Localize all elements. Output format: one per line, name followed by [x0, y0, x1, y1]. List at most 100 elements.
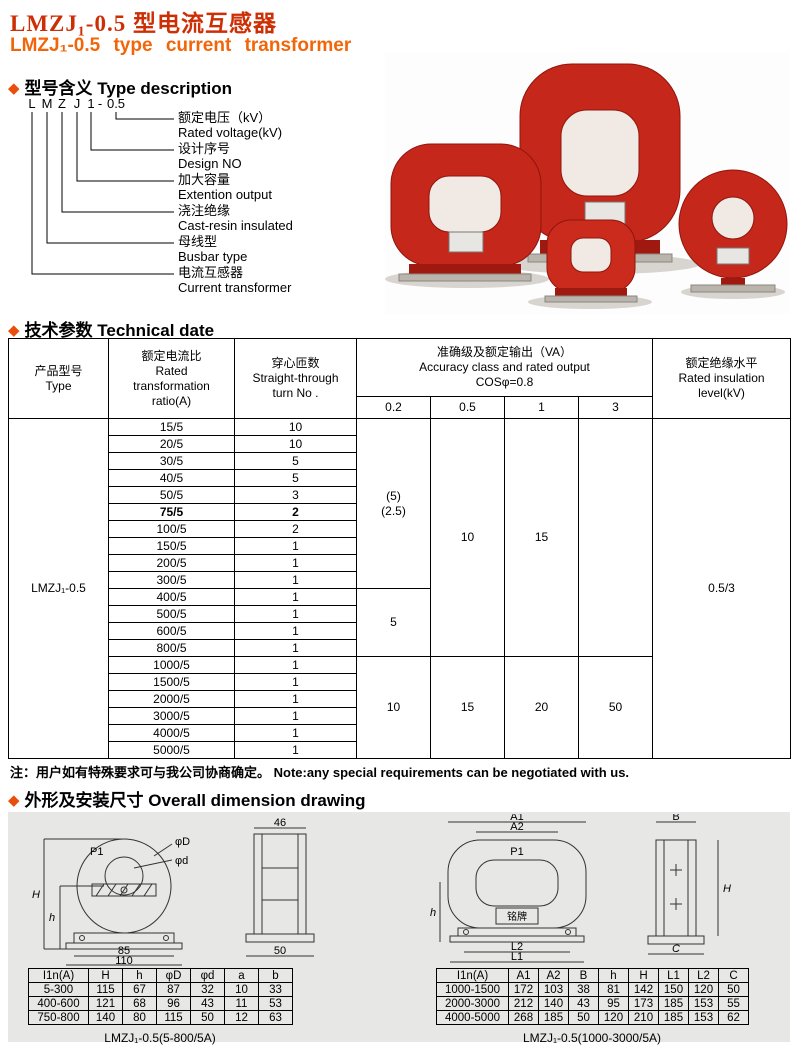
- dim-label-H: H: [723, 883, 731, 895]
- cell: 185: [658, 996, 689, 1011]
- dim-label-46: 46: [274, 818, 286, 829]
- dim-label-50: 50: [274, 945, 286, 957]
- cell: 150: [658, 982, 689, 997]
- turns-cell: 5: [234, 452, 357, 470]
- table-row: 产品型号 Type 额定电流比 Rated transformation rat…: [8, 338, 792, 419]
- header-cell: I1n(A): [436, 968, 509, 983]
- diamond-icon: ◆: [8, 322, 20, 339]
- section-title: 技术参数 Technical date: [24, 321, 215, 340]
- turns-cell: 1: [234, 639, 357, 657]
- cell: 121: [88, 996, 123, 1011]
- cell: 5-300: [28, 982, 89, 997]
- cell: 62: [718, 1010, 749, 1025]
- col-header-ratio: 额定电流比 Rated transformation ratio(A): [108, 338, 235, 419]
- cell: 80: [122, 1010, 157, 1025]
- ratio-cell: 600/5: [108, 622, 235, 640]
- section-heading-dimension: ◆外形及安装尺寸 Overall dimension drawing: [8, 786, 366, 811]
- cell: 67: [122, 982, 157, 997]
- cell: 96: [156, 996, 191, 1011]
- cell: 212: [508, 996, 539, 1011]
- ratio-cell: 2000/5: [108, 690, 235, 708]
- cell: 87: [156, 982, 191, 997]
- header-cell: A2: [538, 968, 569, 983]
- cell: 2000-3000: [436, 996, 509, 1011]
- cell: 10: [224, 982, 259, 997]
- turns-cell: 1: [234, 537, 357, 555]
- dimension-table-large-caption: LMZJ₁-0.5(1000-3000/5A): [522, 1031, 662, 1045]
- accuracy-subheader: 0.5: [430, 396, 505, 419]
- header-cell: B: [568, 968, 599, 983]
- table-row: I1n(A) H h φD φd a b: [28, 968, 293, 983]
- turns-cell: 1: [234, 656, 357, 674]
- cell: 172: [508, 982, 539, 997]
- code-label-cn: 电流互感器: [178, 265, 244, 280]
- dim-label-A1: A1: [510, 814, 523, 823]
- ratio-cell: 4000/5: [108, 724, 235, 742]
- insulation-value-cell: 0.5/3: [652, 418, 792, 759]
- outline-drawing-large: A1 A2 P1 铭牌 h L2 L1 B H C: [430, 814, 731, 963]
- dim-label-p1: P1: [90, 846, 103, 858]
- ratio-cell: 150/5: [108, 537, 235, 555]
- accuracy-cell-3-block3: 50: [577, 656, 654, 759]
- cell: 140: [88, 1010, 123, 1025]
- cell: 32: [190, 982, 225, 997]
- header-cell: h: [598, 968, 629, 983]
- cell: 63: [258, 1010, 293, 1025]
- table-row: I1n(A) A1 A2 B h H L1 L2 C: [436, 968, 749, 983]
- header-cell: I1n(A): [28, 968, 89, 983]
- dim-label-L1: L1: [511, 951, 523, 963]
- col-header-accuracy: 准确级及额定输出（VA） Accuracy class and rated ou…: [355, 338, 654, 397]
- cell: 81: [598, 982, 629, 997]
- type-code-char: L: [28, 96, 36, 111]
- accuracy-subheader: 3: [577, 396, 654, 419]
- header-cell: H: [628, 968, 659, 983]
- header-cell: a: [224, 968, 259, 983]
- ratio-cell: 1000/5: [108, 656, 235, 674]
- col-header-type: 产品型号 Type: [8, 338, 109, 419]
- accuracy-cell-02-block3: 10: [356, 656, 431, 759]
- dim-label-h: h: [430, 907, 436, 919]
- header-cell: A1: [508, 968, 539, 983]
- page-title-cn: LMZJ₁-0.5 型电流互感器: [10, 11, 277, 36]
- accuracy-cell-3-block1: [577, 418, 654, 657]
- ratio-cell: 3000/5: [108, 707, 235, 725]
- cell: 153: [688, 1010, 719, 1025]
- section-heading-type-description: ◆型号含义 Type description: [8, 74, 232, 99]
- ratio-cell: 800/5: [108, 639, 235, 657]
- cell: 95: [598, 996, 629, 1011]
- table-row: LMZJ₁-0.5 15/5 10 (5) (2.5) 10 15 0.5/3: [8, 418, 792, 759]
- type-code-char: 0.5: [106, 96, 126, 111]
- dim-label-L2: L2: [511, 941, 523, 953]
- cell: 185: [658, 1010, 689, 1025]
- code-label-en: Cast-resin insulated: [178, 218, 293, 233]
- dim-label-B: B: [672, 814, 679, 823]
- ratio-cell: 300/5: [108, 571, 235, 589]
- code-label-cn: 加大容量: [178, 172, 231, 187]
- turns-cell: 1: [234, 605, 357, 623]
- turns-cell: 1: [234, 554, 357, 572]
- ratio-cell: 30/5: [108, 452, 235, 470]
- turns-cell: 10: [234, 435, 357, 453]
- cell: 120: [688, 982, 719, 997]
- ratio-cell: 15/5: [108, 418, 235, 436]
- page-title-en: LMZJ₁-0.5 type current transformer: [10, 35, 352, 56]
- cell: 103: [538, 982, 569, 997]
- turns-cell: 5: [234, 469, 357, 487]
- code-label-en: Design NO: [178, 156, 242, 171]
- dim-label-H: H: [32, 889, 40, 901]
- dim-label-phiD: φD: [175, 836, 190, 848]
- ratio-cell: 40/5: [108, 469, 235, 487]
- ratio-cell: 400/5: [108, 588, 235, 606]
- accuracy-cell-02-block2: 5: [356, 588, 431, 657]
